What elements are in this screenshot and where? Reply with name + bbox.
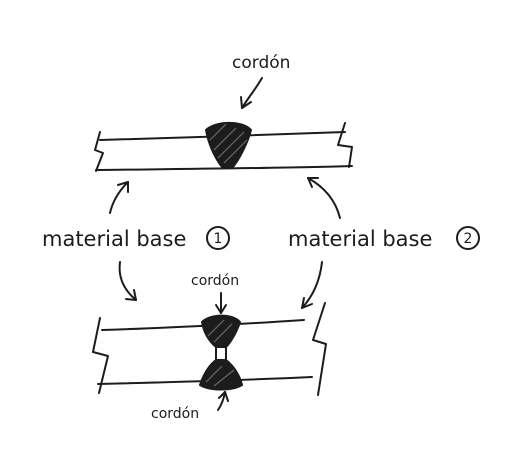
- top-plate-left-break: [94, 131, 104, 172]
- top-joint: [94, 121, 353, 172]
- material-base-2-number: 2: [464, 231, 473, 247]
- material-base-2-badge: 2: [456, 226, 480, 250]
- top-plate-lower-edge: [95, 165, 353, 171]
- material-base-1-badge: 1: [206, 226, 230, 250]
- bottom-weld-bead-lower-hatching: [205, 365, 235, 387]
- top-cordon-label: cordón: [232, 53, 290, 73]
- material-base-1-label: material base: [42, 227, 186, 251]
- bottom-cordon-top-arrow: [215, 292, 227, 314]
- material-base-1-number: 1: [214, 231, 223, 247]
- material-base-2-label: material base: [288, 227, 432, 251]
- top-cordon-arrow: [240, 77, 263, 109]
- bottom-joint: [92, 302, 327, 396]
- bottom-cordon-bottom-label: cordón: [151, 406, 199, 422]
- material-base-2-arrow-down: [301, 261, 323, 309]
- top-weld-bead-hatching: [209, 123, 248, 164]
- material-base-2-arrow-up: [307, 177, 341, 219]
- material-base-1-arrow-up: [109, 181, 129, 214]
- bottom-plate-left-break: [92, 317, 109, 394]
- top-plate-right-break: [337, 122, 353, 168]
- bottom-cordon-top-label: cordón: [191, 273, 239, 289]
- material-base-1-arrow-down: [118, 261, 137, 301]
- bottom-plate-right-break: [312, 302, 327, 396]
- bottom-weld-root-gap: [215, 346, 227, 361]
- bottom-weld-bead-lower: [199, 359, 243, 391]
- bottom-cordon-bottom-arrow: [217, 391, 229, 411]
- bottom-weld-bead-upper-hatching: [207, 319, 233, 343]
- top-weld-bead: [205, 121, 252, 168]
- bottom-weld-bead-upper: [201, 314, 241, 348]
